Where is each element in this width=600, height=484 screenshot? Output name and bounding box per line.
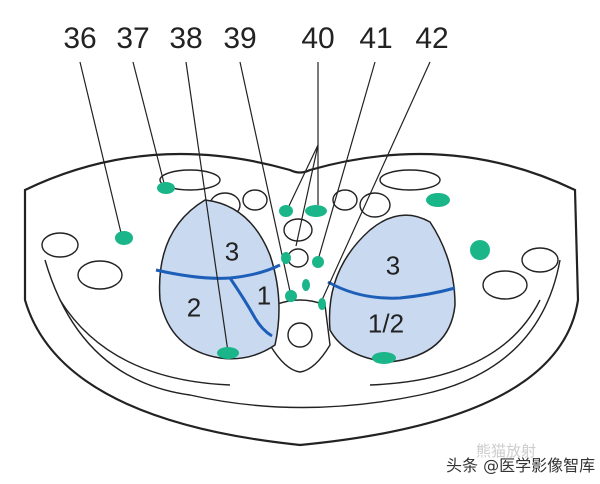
right-lung	[328, 214, 456, 363]
segment-left-upper: 3	[224, 236, 240, 267]
label-42: 42	[415, 22, 449, 55]
segment-right-upper: 3	[385, 250, 401, 281]
clavicle	[159, 169, 221, 191]
label-37: 37	[116, 22, 150, 55]
node-38	[217, 347, 239, 359]
label-36: 36	[63, 22, 97, 55]
label-41: 41	[359, 22, 393, 55]
rib	[41, 232, 79, 258]
clavicle	[379, 169, 441, 191]
segment-left-lower: 2	[186, 292, 202, 323]
lymph-nodes	[115, 182, 490, 364]
segment-right-lower: 1/2	[367, 308, 405, 339]
node-40	[305, 205, 327, 217]
trachea	[283, 218, 313, 242]
rib	[482, 270, 528, 300]
inner-chest-wall	[44, 259, 561, 409]
faint-watermark: 熊猫放射	[476, 442, 537, 460]
label-38: 38	[169, 22, 203, 55]
vertebra	[269, 299, 331, 373]
label-39: 39	[223, 22, 257, 55]
node-36	[115, 231, 133, 245]
node-42	[318, 298, 326, 310]
label-40: 40	[301, 22, 335, 55]
watermark: 头条 @医学影像智库	[446, 456, 596, 475]
segment-lines	[155, 263, 456, 338]
node-41	[312, 256, 324, 268]
node-37	[157, 182, 175, 194]
segment-left-medial: 1	[256, 280, 272, 311]
rib	[521, 247, 559, 273]
node-39	[285, 290, 297, 302]
body-outline	[23, 152, 580, 447]
rib	[77, 260, 123, 290]
